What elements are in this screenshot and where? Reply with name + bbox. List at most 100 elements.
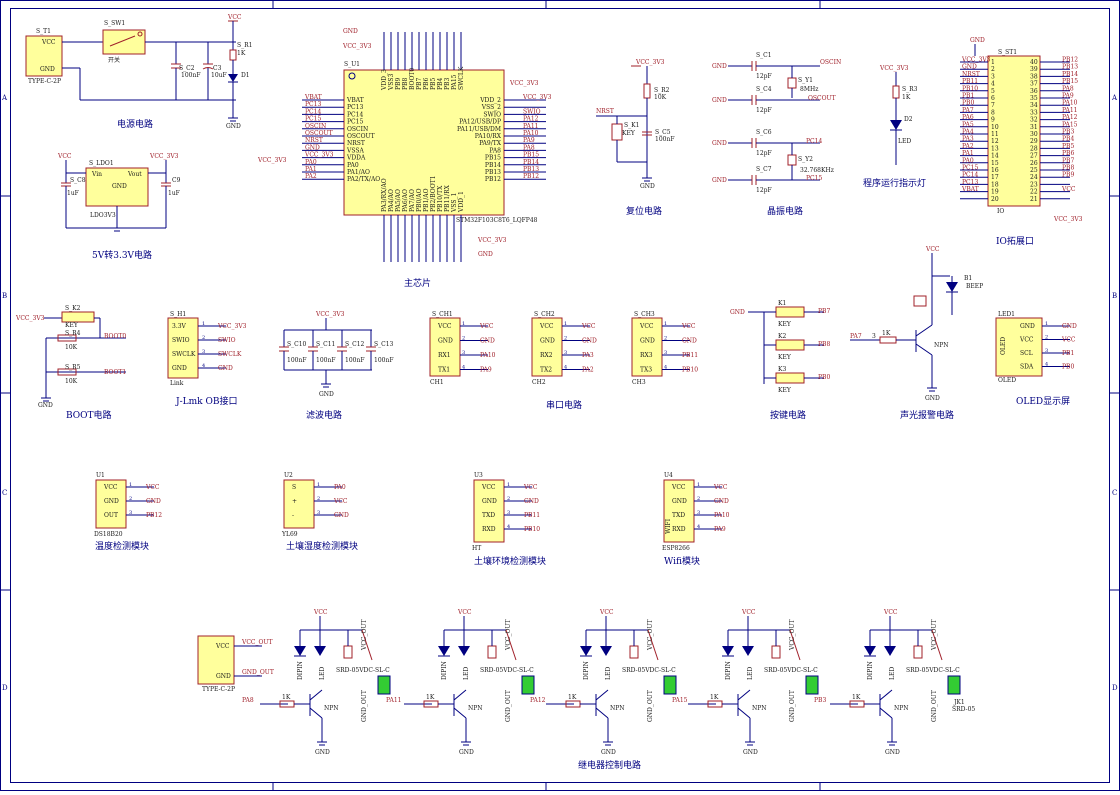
uart-net: VCC (681, 323, 696, 330)
mcu-left-pin-net: VBAT (304, 94, 322, 101)
ldo-c9-ref: C9 (172, 177, 181, 184)
jlink-pin-label: SWIO (172, 337, 190, 344)
module-net: PA0 (334, 484, 346, 491)
reset-net: VCC_3V3 (635, 59, 665, 66)
boot-gnd: GND (38, 402, 53, 409)
oled-net: GND (1062, 323, 1077, 330)
mcu-left-pin-label: PC15 (347, 119, 363, 126)
relay-vcc-net: VCC (457, 609, 472, 616)
mcu-right-pin-label: SWIO (483, 111, 501, 118)
relay-diode-icon (864, 646, 876, 656)
mcu-right-pin-label: PA9/TX (479, 140, 502, 147)
mcu-top-pin-label: VSS3 (388, 74, 395, 91)
relay-gnd-out: GND_OUT (931, 690, 938, 722)
section-soil-hum: 土壤湿度检测模块 (286, 540, 358, 552)
io-right-num: 34 (1030, 102, 1038, 109)
crystal-osc-out: OSCOUT (808, 95, 836, 102)
filter-circuit: VCC_3V3 S_C10100nFS_C11100nFS_C12100nFS_… (279, 311, 394, 421)
mcu-right-pin-label: VSS_2 (481, 104, 501, 111)
mcu-left-pin-net: OSCIN (305, 123, 326, 130)
alarm-gnd: GND (925, 395, 940, 402)
io-left-num: 15 (991, 160, 999, 167)
section-reset: 复位电路 (626, 205, 662, 217)
mcu-top-pin-label: PA15 (451, 74, 458, 90)
uart-ref: S_CH3 (634, 311, 655, 318)
section-keys: 按键电路 (770, 409, 806, 421)
uart-pin-num: 3 (462, 350, 465, 356)
uart-pin-num: 1 (462, 321, 465, 327)
relay-vcc-out: VCC_OUT (647, 620, 654, 652)
mcu-ref: S_U1 (344, 61, 360, 68)
io-right-net: PA10 (1062, 100, 1078, 107)
power-conn-vcc: VCC (41, 39, 56, 46)
io-right-net: PB9 (1062, 172, 1074, 179)
io-left-num: 18 (991, 181, 999, 188)
relay-npn: NPN (894, 705, 909, 712)
crystal-cap-val: 12pF (756, 187, 772, 194)
relay-diode-icon (294, 646, 306, 656)
filter-cap-ref: S_C10 (287, 341, 307, 348)
alarm-r: 1K (882, 330, 891, 337)
relay-wire (453, 707, 467, 719)
module-net: VCC (523, 484, 538, 491)
relay-led-icon (458, 646, 470, 656)
io-right-net: PB4 (1062, 136, 1074, 143)
mcu-left-pin-label: VBAT (346, 97, 364, 104)
filter-gnd: GND (319, 391, 334, 398)
module-net: PB12 (146, 512, 162, 519)
key-net: PB8 (818, 341, 830, 348)
reset-key (611, 123, 623, 141)
jlink-header (167, 317, 199, 379)
crystal-cap-ref: S_C4 (756, 86, 772, 93)
relay-contact (931, 629, 943, 661)
io-right-net: PA15 (1062, 121, 1078, 128)
power-c3-val: 10uF (211, 72, 227, 79)
io-left-net: PA6 (962, 114, 974, 121)
ldo-c9-val: 1uF (168, 190, 180, 197)
relay-led2: LED (889, 667, 896, 680)
uart-net: PA10 (480, 352, 496, 359)
io-left-num: 17 (991, 174, 999, 181)
relay-gnd-out: GND_OUT (505, 690, 512, 722)
relay-vcc-net: VCC (741, 609, 756, 616)
frame-row-a-left: A (1, 94, 8, 102)
module-pin-label: RXD (672, 526, 686, 533)
io-right-num: 27 (1030, 153, 1038, 160)
section-jlink: J-Lmk OB接口 (175, 395, 237, 407)
uart-net: PB10 (682, 367, 698, 374)
relay-wire (737, 689, 751, 701)
filter-net: VCC_3V3 (315, 311, 345, 318)
mcu-part: STM32F103C8T6_LQFP48 (456, 217, 538, 224)
mcu-top-pin-label: PB7 (416, 78, 423, 90)
io-header (987, 55, 1041, 207)
module-pin-num: 4 (507, 524, 510, 530)
alarm-vcc: VCC (925, 246, 940, 253)
section-wifi: Wifi模块 (664, 555, 700, 567)
uart-pin-label: TX3 (640, 367, 652, 374)
io-left-net: PB1 (962, 93, 974, 100)
mcu-left-pin-label: PC14 (347, 111, 363, 118)
relay-gnd: GND (885, 749, 900, 756)
relay-conn-part: TYPE-C-2P (202, 686, 235, 693)
io-left-net: PA5 (962, 121, 974, 128)
boot-r5-ref: S_R5 (65, 364, 81, 371)
io-left-num: 6 (991, 95, 995, 102)
power-switch-ref: S_SW1 (104, 20, 125, 27)
io-left-net: PB11 (962, 78, 978, 85)
section-boot: BOOT电路 (66, 409, 112, 421)
mcu-top-pin-label: PB5 (430, 78, 437, 90)
module-pin-num: 1 (697, 482, 700, 488)
io-left-num: 7 (991, 102, 995, 109)
mcu-vcc-top: VCC_3V3 (342, 43, 372, 50)
io-right-net: PB3 (1062, 129, 1074, 136)
crystal-rows: GNDS_C112pFGNDS_C412pFGNDS_C612pFGNDS_C7… (712, 52, 820, 194)
relay-contact (647, 629, 659, 661)
mcu-vdd1-net: VCC_3V3 (477, 237, 507, 244)
relay-coil-label: SRD-05VDC-SL-C (336, 667, 390, 674)
runled-net: VCC_3V3 (879, 65, 909, 72)
crystal-y2 (787, 154, 797, 166)
oled-pin-num: 1 (1045, 321, 1048, 327)
io-left-num: 13 (991, 145, 999, 152)
oled-net: PB1 (1062, 350, 1074, 357)
